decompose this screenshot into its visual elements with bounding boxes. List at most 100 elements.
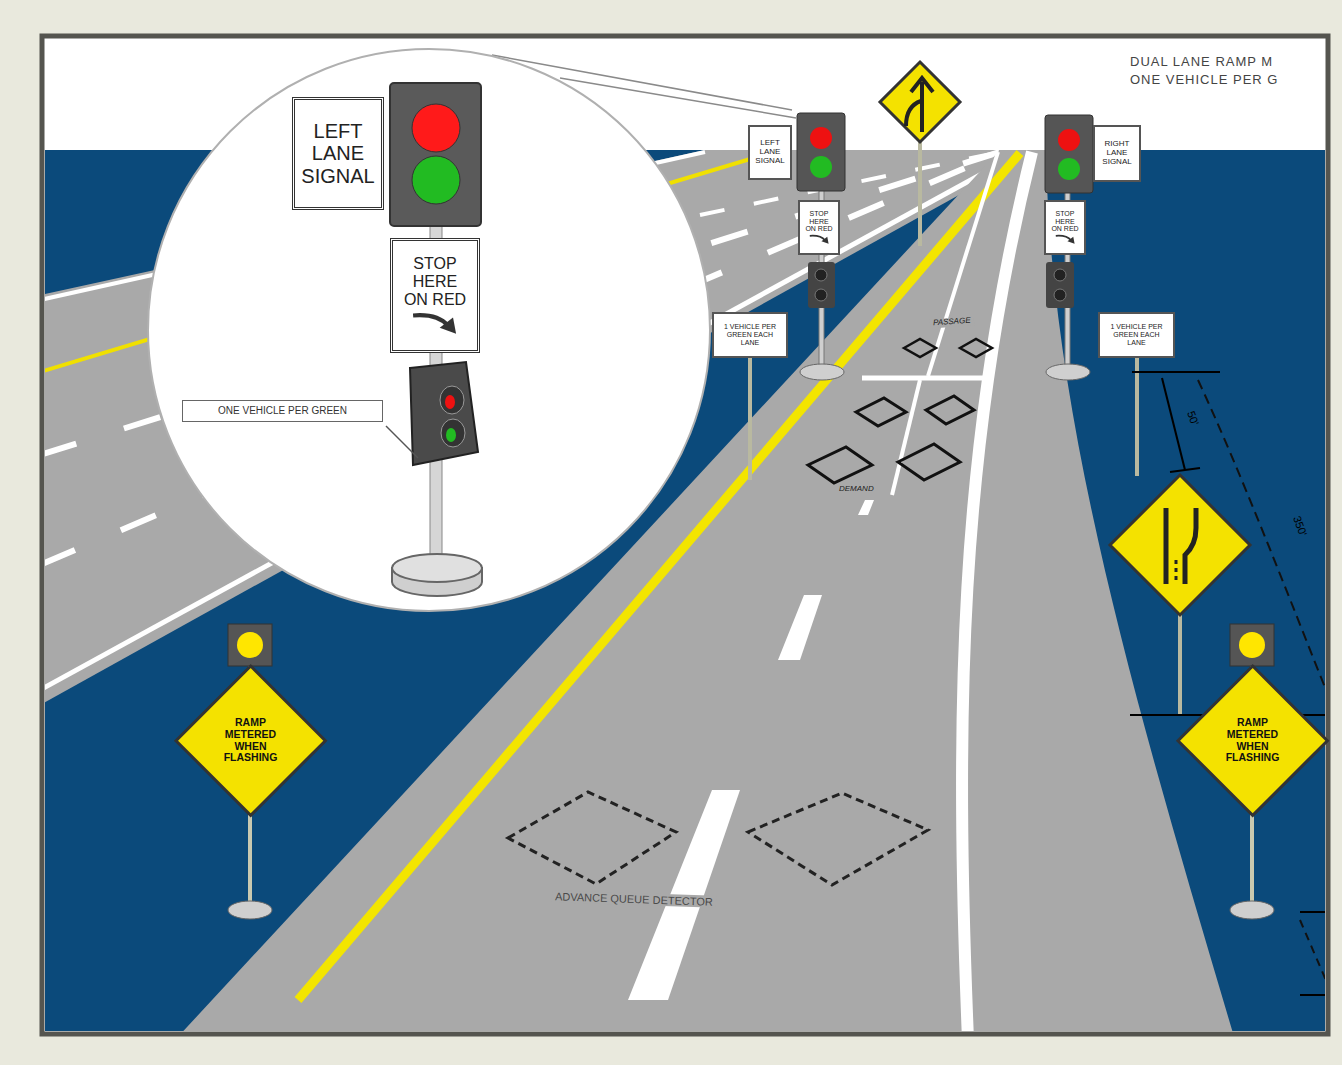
post-base (1230, 901, 1274, 919)
signal-lens (1054, 269, 1066, 281)
queue-detector (748, 793, 928, 885)
sign-face (1178, 666, 1327, 815)
sign-text: RAMP METERED WHEN FLASHING (1216, 717, 1289, 764)
green-light (412, 156, 460, 204)
lane-signal-sign: RIGHT LANE SIGNAL (1093, 125, 1141, 182)
dimension-tick (1170, 468, 1200, 472)
arrow-shaft (1056, 236, 1071, 241)
turn-arrow (409, 309, 460, 336)
note-text: DUAL LANE RAMP M (1130, 55, 1273, 69)
sign-post (1135, 356, 1139, 476)
sign-post (918, 140, 922, 246)
stop-here-sign: STOP HERE ON RED (798, 200, 840, 255)
red-light (445, 395, 455, 409)
green-light (1058, 158, 1080, 180)
sign-text: 1 VEHICLE PER GREEN EACH LANE (718, 323, 782, 346)
note-text: ONE VEHICLE PER G (1130, 73, 1278, 87)
dimension-label: 50' (1185, 409, 1201, 427)
beacon-light (1239, 632, 1265, 658)
callout-box: ONE VEHICLE PER GREEN (182, 400, 383, 422)
signal-head (390, 83, 481, 226)
stop-here-sign: STOP HERE ON RED (1044, 200, 1086, 255)
sign-text: RIGHT LANE SIGNAL (1099, 140, 1135, 167)
signal-lens (440, 386, 464, 414)
demand-detector (808, 447, 872, 483)
signal-base (392, 554, 482, 582)
dimension-line (1300, 911, 1325, 913)
merge-sign (880, 62, 960, 142)
scene (45, 49, 1325, 1031)
lane-dash (858, 500, 874, 515)
beacon-light (237, 632, 263, 658)
dimension-line (1132, 371, 1220, 373)
lane-dash (778, 595, 822, 660)
lane-line (892, 380, 920, 495)
ramp-metered-sign: RAMP METERED WHEN FLASHING (1176, 664, 1329, 817)
sign-text: ONE VEHICLE PER GREEN (218, 405, 347, 416)
arrow-head (821, 237, 828, 244)
stop-here-sign: STOP HERE ON RED (390, 238, 480, 353)
arrow-head (1067, 237, 1074, 244)
arrow-head (440, 317, 456, 333)
green-light (810, 156, 832, 178)
signal-base (1046, 364, 1090, 380)
sign-text: STOP HERE ON RED (399, 255, 471, 309)
lane-ends-symbol (1175, 560, 1178, 584)
sign-face (176, 666, 325, 815)
stop-bar (862, 376, 992, 381)
lane-signal-sign: LEFT LANE SIGNAL (292, 97, 383, 210)
meter-signal-head (410, 362, 478, 465)
beacon-head (1230, 624, 1274, 666)
signal-head (808, 262, 835, 308)
red-light (1058, 129, 1080, 151)
arrow-shaft (414, 315, 449, 326)
queue-detector (508, 792, 676, 884)
merge-symbol (906, 78, 933, 132)
dimension-line (1300, 994, 1325, 996)
lane-signal-sign: LEFT LANE SIGNAL (748, 125, 792, 180)
turn-arrow (808, 233, 830, 245)
callout-leader (386, 426, 418, 458)
lane-line (928, 152, 998, 376)
signal-lens (815, 289, 827, 301)
passage-detector (904, 339, 936, 357)
sign-text: STOP HERE ON RED (1050, 210, 1080, 233)
sign-text: RAMP METERED WHEN FLASHING (214, 717, 287, 764)
ramp-edge-line (962, 152, 1032, 1031)
beacon-head (228, 624, 272, 666)
signal-lens (441, 419, 465, 447)
vehicle-per-green-sign: 1 VEHICLE PER GREEN EACH LANE (1098, 312, 1175, 358)
turn-arrow (1054, 233, 1076, 245)
demand-detector (926, 396, 974, 424)
signal-lens (815, 269, 827, 281)
detector-label: ADVANCE QUEUE DETECTOR (552, 890, 716, 908)
detector-label: DEMAND (836, 485, 877, 494)
sign-post (748, 356, 752, 480)
green-light (446, 428, 456, 442)
red-light (810, 127, 832, 149)
signal-head (797, 113, 845, 191)
signal-head (1046, 262, 1074, 308)
dimension-line (1162, 378, 1185, 470)
lane-ends-sign (1110, 475, 1250, 615)
demand-detector (856, 398, 906, 426)
post-base (228, 901, 272, 919)
dimension-line (1300, 920, 1325, 985)
lane-ends-symbol (1166, 508, 1196, 584)
passage-detector (960, 339, 992, 357)
demand-detector (898, 444, 960, 480)
sign-post (1178, 612, 1182, 716)
vehicle-per-green-sign: 1 VEHICLE PER GREEN EACH LANE (712, 312, 788, 358)
sign-text: LEFT LANE SIGNAL (754, 139, 786, 166)
red-light (412, 104, 460, 152)
arrow-shaft (810, 236, 825, 241)
dimension-label: 350' (1291, 514, 1309, 537)
zoom-circle (148, 49, 710, 611)
signal-head (1045, 115, 1093, 193)
signal-lens (1054, 289, 1066, 301)
detector-label: PASSAGE (930, 316, 974, 328)
signal-base (800, 364, 844, 380)
